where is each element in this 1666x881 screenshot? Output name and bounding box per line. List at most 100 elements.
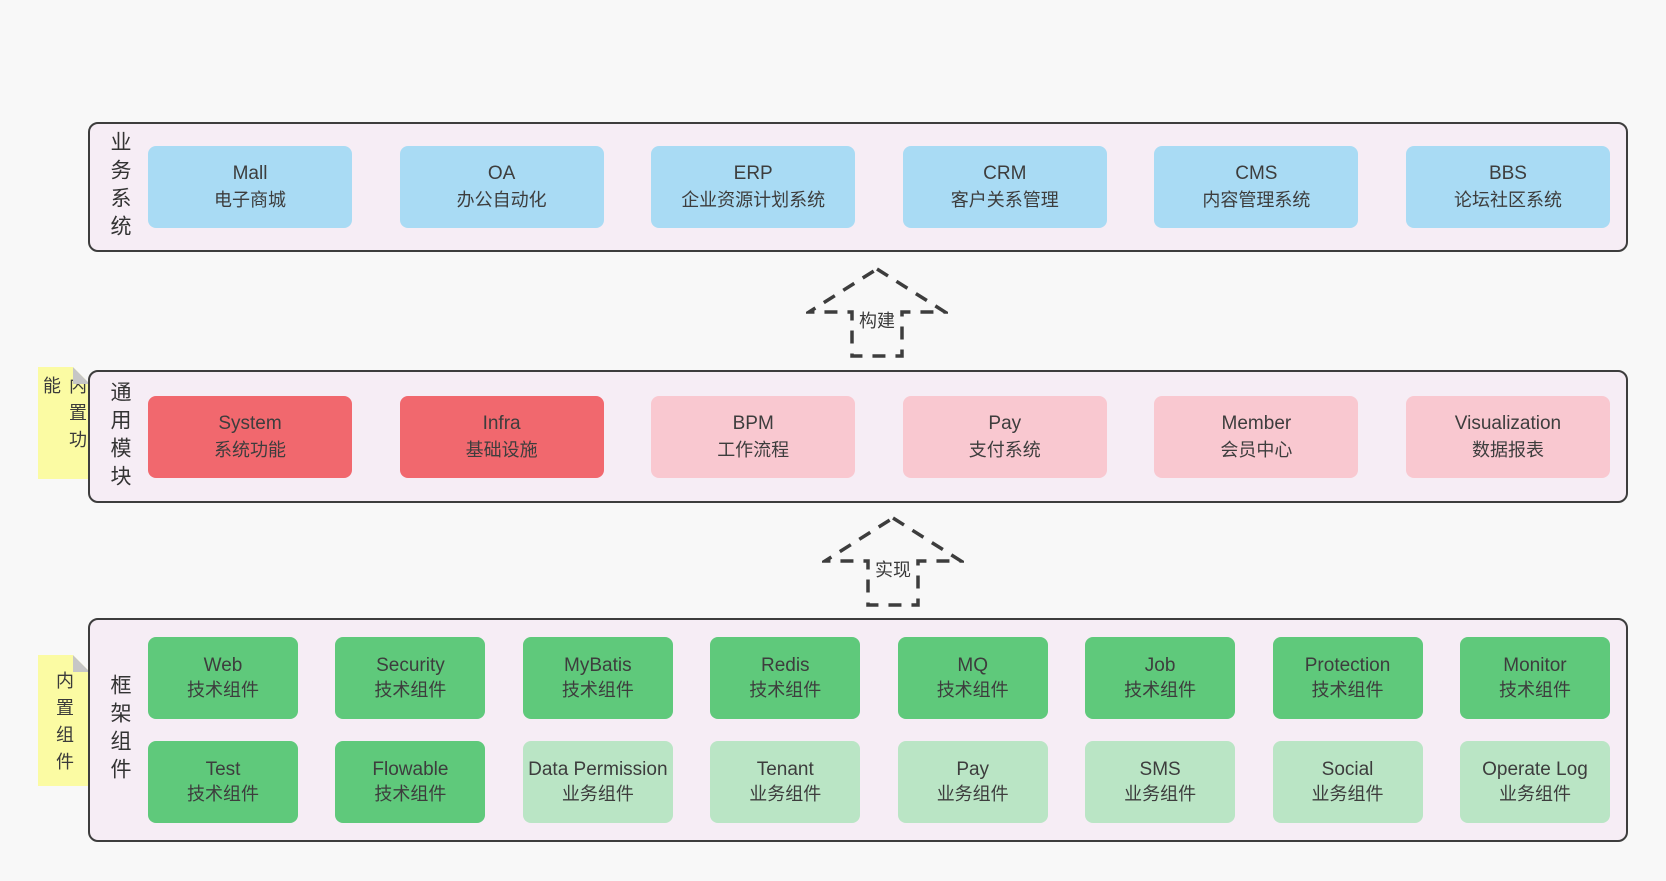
sticky-built-in-functions-label: 内置功能 [41,376,87,457]
box-oa: OA 办公自动化 [399,146,604,228]
box-web: Web 技术组件 [148,637,298,719]
box-redis: Redis 技术组件 [710,637,861,719]
box-bbs: BBS 论坛社区系统 [1405,146,1610,228]
box-security: Security 技术组件 [335,637,486,719]
box-test-name: Test [205,759,241,780]
box-security-desc: 技术组件 [374,680,447,700]
box-erp-desc: 企业资源计划系统 [681,190,826,210]
box-mq-name: MQ [957,655,988,676]
arrow-build: 构建 [806,266,948,359]
arrow-implement: 实现 [822,515,964,608]
box-web-name: Web [203,655,243,676]
box-security-name: Security [376,655,445,676]
box-sms-desc: 业务组件 [1124,784,1197,804]
framework-components-rows: Web 技术组件 Security 技术组件 MyBatis 技术组件 Redi… [148,620,1626,840]
band-label-business-systems: 业务系统 [108,131,131,243]
box-social: Social 业务组件 [1272,741,1423,823]
box-cms: CMS 内容管理系统 [1154,146,1359,228]
box-cms-desc: 内容管理系统 [1202,190,1311,210]
box-web-desc: 技术组件 [187,680,259,700]
box-protection-name: Protection [1304,655,1391,676]
box-system: System 系统功能 [148,395,352,478]
up-arrow-icon [822,515,964,607]
box-job: Job 技术组件 [1085,637,1236,719]
box-infra-name: Infra [482,412,521,434]
box-bbs-name: BBS [1488,163,1527,184]
box-monitor-desc: 技术组件 [1498,680,1571,700]
box-system-name: System [218,412,282,434]
box-bpm-name: BPM [732,412,774,434]
box-mybatis-desc: 技术组件 [561,680,634,700]
box-pay-biz-name: Pay [956,759,990,780]
box-job-name: Job [1144,655,1176,676]
box-pay-desc: 支付系统 [968,439,1041,460]
box-operate-log-name: Operate Log [1482,759,1588,780]
arrow-implement-label: 实现 [872,554,914,583]
arrow-build-label: 构建 [856,305,898,334]
box-visualization-desc: 数据报表 [1471,439,1544,460]
box-data-permission-name: Data Permission [528,759,668,780]
box-bpm-desc: 工作流程 [717,439,790,460]
box-sms-name: SMS [1139,759,1181,780]
box-pay: Pay 支付系统 [902,395,1107,478]
box-infra: Infra 基础设施 [399,395,604,478]
box-erp-name: ERP [733,163,773,184]
box-tenant-desc: 业务组件 [749,784,822,804]
box-system-desc: 系统功能 [214,439,286,460]
box-monitor-name: Monitor [1503,655,1567,676]
band-business-systems: 业务系统 Mall 电子商城 OA 办公自动化 ERP 企业资源计划系统 CRM… [88,122,1628,252]
box-pay-name: Pay [988,412,1022,434]
box-bbs-desc: 论坛社区系统 [1453,190,1562,210]
box-data-permission: Data Permission 业务组件 [522,741,673,823]
box-oa-desc: 办公自动化 [456,190,547,210]
box-protection: Protection 技术组件 [1272,637,1423,719]
framework-components-row-2: Test 技术组件 Flowable 技术组件 Data Permission … [148,741,1610,823]
box-monitor: Monitor 技术组件 [1459,637,1610,719]
box-member-desc: 会员中心 [1220,439,1293,460]
box-member-name: Member [1221,412,1292,434]
box-infra-desc: 基础设施 [465,439,538,460]
box-social-desc: 业务组件 [1311,784,1384,804]
box-bpm: BPM 工作流程 [651,395,856,478]
box-mybatis-name: MyBatis [564,655,632,676]
box-redis-desc: 技术组件 [749,680,822,700]
band-label-common-modules: 通用模块 [108,380,131,493]
common-modules-boxes: System 系统功能 Infra 基础设施 BPM 工作流程 Pay 支付系统… [148,372,1626,501]
box-flowable: Flowable 技术组件 [335,741,486,823]
box-visualization: Visualization 数据报表 [1405,395,1610,478]
box-erp: ERP 企业资源计划系统 [651,146,856,228]
box-crm-name: CRM [983,163,1027,184]
box-job-desc: 技术组件 [1124,680,1197,700]
box-mybatis: MyBatis 技术组件 [522,637,673,719]
box-operate-log-desc: 业务组件 [1498,784,1571,804]
box-social-name: Social [1321,759,1374,780]
box-tenant: Tenant 业务组件 [710,741,861,823]
box-redis-name: Redis [760,655,810,676]
box-tenant-name: Tenant [756,759,814,780]
sticky-note-built-in-functions: 内置功能 [38,367,90,479]
band-label-framework-components: 框架组件 [108,674,131,786]
box-sms: SMS 业务组件 [1085,741,1236,823]
box-mq-desc: 技术组件 [936,680,1009,700]
box-mall-name: Mall [232,163,268,184]
box-crm: CRM 客户关系管理 [902,146,1107,228]
box-pay-biz-desc: 业务组件 [936,784,1009,804]
band-common-modules: 通用模块 System 系统功能 Infra 基础设施 BPM 工作流程 Pay… [88,370,1628,503]
box-cms-name: CMS [1235,163,1278,184]
business-systems-boxes: Mall 电子商城 OA 办公自动化 ERP 企业资源计划系统 CRM 客户关系… [148,124,1626,250]
box-member: Member 会员中心 [1154,395,1359,478]
box-operate-log: Operate Log 业务组件 [1459,741,1610,823]
box-pay-biz: Pay 业务组件 [897,741,1048,823]
box-test: Test 技术组件 [148,741,298,823]
box-flowable-desc: 技术组件 [374,784,447,804]
box-visualization-name: Visualization [1454,412,1562,434]
up-arrow-icon [806,266,948,358]
box-mall-desc: 电子商城 [214,190,286,210]
band-framework-components: 框架组件 Web 技术组件 Security 技术组件 MyBatis 技术组件… [88,618,1628,842]
box-test-desc: 技术组件 [187,784,259,804]
framework-components-row-1: Web 技术组件 Security 技术组件 MyBatis 技术组件 Redi… [148,637,1610,719]
sticky-note-built-in-components: 内置组件 [38,655,90,786]
box-mq: MQ 技术组件 [897,637,1048,719]
sticky-built-in-components-label: 内置组件 [54,671,74,779]
box-protection-desc: 技术组件 [1311,680,1384,700]
